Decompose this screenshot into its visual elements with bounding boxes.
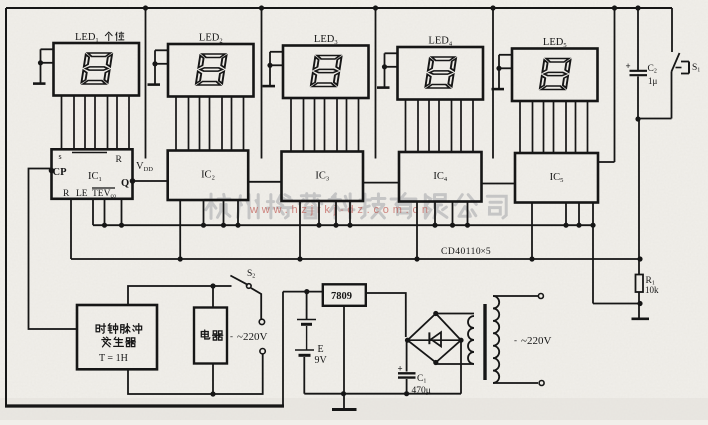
svg-text:TEVco: TEVco [92, 189, 116, 200]
svg-text:~220V: ~220V [521, 335, 551, 347]
svg-text:Q: Q [121, 178, 129, 189]
svg-text:LED4: LED4 [428, 36, 452, 48]
svg-text:IC1: IC1 [88, 171, 102, 183]
svg-text:www.hzjrkj-dz.com.cn: www.hzjrkj-dz.com.cn [249, 204, 432, 216]
svg-text:C1: C1 [417, 374, 426, 385]
svg-text:R1: R1 [646, 276, 655, 287]
svg-text:10k: 10k [645, 285, 659, 295]
svg-text:LED1: LED1 [75, 32, 99, 44]
svg-text:C2: C2 [648, 64, 657, 75]
svg-text:7809: 7809 [331, 291, 352, 302]
svg-text:E: E [318, 344, 324, 355]
svg-text:CP: CP [53, 167, 68, 178]
svg-text:R: R [116, 155, 123, 165]
svg-text:LED5: LED5 [543, 37, 567, 49]
svg-text:CD40110: CD40110 [441, 247, 481, 257]
svg-text:-: - [230, 331, 233, 341]
svg-text:+: + [626, 61, 631, 71]
svg-text:×5: ×5 [481, 247, 491, 257]
svg-text:T = 1H: T = 1H [99, 353, 128, 364]
svg-text:-: - [514, 335, 517, 345]
svg-text:+: + [398, 364, 403, 374]
svg-text:LED3: LED3 [314, 34, 338, 46]
svg-text:IC3: IC3 [315, 171, 329, 183]
svg-text:VDD: VDD [136, 161, 153, 173]
svg-text:~220V: ~220V [237, 331, 267, 343]
svg-text:IC5: IC5 [550, 172, 564, 184]
svg-text:S1: S1 [692, 63, 700, 74]
svg-text:s: s [59, 152, 62, 161]
svg-text:470μ: 470μ [412, 386, 431, 396]
svg-text:R: R [63, 189, 70, 199]
svg-text:LE: LE [76, 189, 88, 199]
svg-text:1μ: 1μ [648, 76, 658, 86]
svg-text:S2: S2 [247, 269, 255, 280]
svg-text:LED2: LED2 [199, 33, 223, 45]
svg-text:IC2: IC2 [201, 170, 215, 182]
svg-text:IC4: IC4 [433, 171, 448, 183]
svg-text:9V: 9V [315, 355, 328, 366]
